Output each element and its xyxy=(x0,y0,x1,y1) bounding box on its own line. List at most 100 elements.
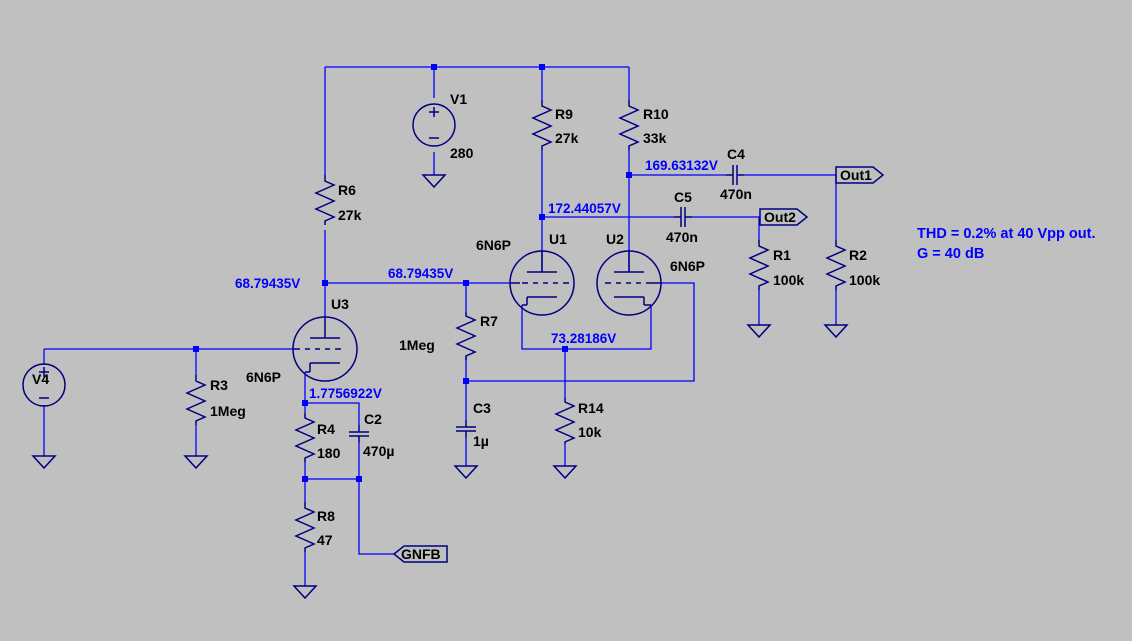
port-labels: Out1 Out2 GNFB xyxy=(401,167,872,562)
resistor-r4-symbol[interactable] xyxy=(294,413,316,462)
v4-name: V4 xyxy=(32,371,49,387)
r9-name: R9 xyxy=(555,106,573,122)
r6-name: R6 xyxy=(338,182,356,198)
capacitor-c2-symbol[interactable] xyxy=(349,425,369,443)
junction-dot xyxy=(626,172,632,178)
wire xyxy=(466,282,695,382)
node-voltages: 169.63132V 172.44057V 68.79435V 68.79435… xyxy=(235,158,718,401)
junction-dot xyxy=(356,476,362,482)
wire xyxy=(521,305,652,350)
thd-note: THD = 0.2% at 40 Vpp out. xyxy=(917,226,1095,242)
voltage-source-v1-symbol[interactable] xyxy=(412,103,456,147)
r14-value: 10k xyxy=(578,424,602,440)
port-gnfb-label: GNFB xyxy=(401,546,441,562)
c4-name: C4 xyxy=(727,146,745,162)
ground-symbol xyxy=(292,585,318,600)
triode-u3-symbol[interactable] xyxy=(292,316,358,382)
junction-dot xyxy=(193,346,199,352)
c5-name: C5 xyxy=(674,189,692,205)
r3-name: R3 xyxy=(210,377,228,393)
triodes xyxy=(292,250,662,382)
r2-name: R2 xyxy=(849,247,867,263)
ground-symbol xyxy=(421,174,447,189)
port-out1-shape[interactable] xyxy=(835,166,885,184)
port-out2-label: Out2 xyxy=(764,209,796,225)
node-voltage-label: 169.63132V xyxy=(645,158,718,173)
ground-symbol xyxy=(453,465,479,480)
voltage-source-v4-symbol[interactable] xyxy=(22,363,66,407)
r1-value: 100k xyxy=(773,272,804,288)
capacitors xyxy=(349,165,744,443)
resistor-r8-symbol[interactable] xyxy=(294,502,316,552)
triode-u2-symbol[interactable] xyxy=(596,250,662,316)
u2-name: U2 xyxy=(606,231,624,247)
port-gnfb-shape[interactable] xyxy=(392,545,448,563)
u1-value: 6N6P xyxy=(476,237,511,253)
r4-value: 180 xyxy=(317,445,341,461)
resistor-r3-symbol[interactable] xyxy=(185,375,207,425)
junction-dot xyxy=(463,280,469,286)
wire xyxy=(305,402,360,425)
v1-name: V1 xyxy=(450,91,467,107)
triode-u1-symbol[interactable] xyxy=(509,250,575,316)
junction-dot xyxy=(322,280,328,286)
ground-symbol xyxy=(823,324,849,339)
node-voltage-label: 68.79435V xyxy=(235,276,300,291)
component-labels: V1 280 V4 R9 27k R10 33k R6 27k C4 470n … xyxy=(32,91,880,548)
r10-name: R10 xyxy=(643,106,669,122)
u3-value: 6N6P xyxy=(246,369,281,385)
ground-symbol xyxy=(552,465,578,480)
resistor-r6-symbol[interactable] xyxy=(314,175,336,225)
junction-dot xyxy=(539,64,545,70)
r9-value: 27k xyxy=(555,130,579,146)
u3-name: U3 xyxy=(331,296,349,312)
r8-value: 47 xyxy=(317,532,333,548)
capacitor-c5-symbol[interactable] xyxy=(674,207,692,227)
junction-dot xyxy=(539,214,545,220)
c4-value: 470n xyxy=(720,186,752,202)
c3-value: 1µ xyxy=(473,433,489,449)
junction-dot xyxy=(431,64,437,70)
node-voltage-label: 172.44057V xyxy=(548,201,621,216)
junctions xyxy=(193,64,632,482)
junction-dot xyxy=(302,476,308,482)
u1-name: U1 xyxy=(549,231,567,247)
resistor-r2-symbol[interactable] xyxy=(825,240,847,290)
node-voltage-label: 68.79435V xyxy=(388,266,453,281)
node-voltage-label: 1.7756922V xyxy=(309,386,382,401)
resistor-r1-symbol[interactable] xyxy=(748,240,770,290)
node-voltage-label: 73.28186V xyxy=(551,331,616,346)
capacitor-c3-symbol[interactable] xyxy=(456,420,476,438)
r7-name: R7 xyxy=(480,313,498,329)
c5-value: 470n xyxy=(666,229,698,245)
resistor-r9-symbol[interactable] xyxy=(531,100,553,150)
resistor-r14-symbol[interactable] xyxy=(554,398,576,444)
capacitor-c4-symbol[interactable] xyxy=(726,165,744,185)
r1-name: R1 xyxy=(773,247,791,263)
ground-symbol xyxy=(31,455,57,470)
r2-value: 100k xyxy=(849,272,880,288)
u2-value: 6N6P xyxy=(670,258,705,274)
wires xyxy=(43,66,837,586)
voltage-sources xyxy=(22,103,456,407)
junction-dot xyxy=(562,346,568,352)
r14-name: R14 xyxy=(578,400,604,416)
grounds xyxy=(31,174,849,600)
r8-name: R8 xyxy=(317,508,335,524)
c2-value: 470µ xyxy=(363,443,394,459)
r7-value: 1Meg xyxy=(399,337,435,353)
port-out2-shape[interactable] xyxy=(759,208,809,226)
ground-symbol xyxy=(183,455,209,470)
junction-dot xyxy=(302,400,308,406)
resistor-r10-symbol[interactable] xyxy=(618,100,640,150)
resistor-r7-symbol[interactable] xyxy=(455,312,477,360)
r3-value: 1Meg xyxy=(210,403,246,419)
r4-name: R4 xyxy=(317,421,335,437)
wire xyxy=(358,443,394,555)
v1-value: 280 xyxy=(450,145,474,161)
resistors xyxy=(185,100,847,552)
r10-value: 33k xyxy=(643,130,667,146)
ports xyxy=(392,166,885,563)
